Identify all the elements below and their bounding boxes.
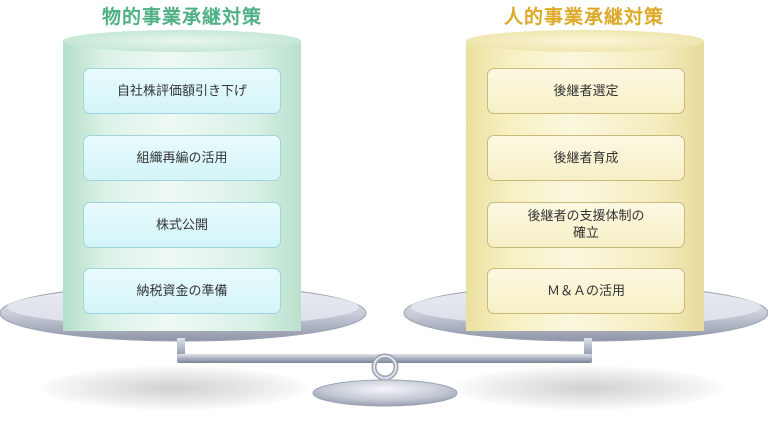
left-title: 物的事業承継対策 — [101, 6, 262, 28]
right-title: 人的事業承継対策 — [503, 6, 664, 28]
left-item-1: 自社株評価額引き下げ — [83, 68, 281, 114]
left-cylinder-top — [63, 30, 301, 52]
right-item-2: 後継者育成 — [487, 135, 685, 181]
left-floor-shadow — [40, 366, 310, 410]
right-item-1: 後継者選定 — [487, 68, 685, 114]
scale-base — [312, 379, 458, 407]
left-hanger — [177, 338, 185, 362]
left-item-2: 組織再編の活用 — [83, 135, 281, 181]
right-floor-shadow — [455, 366, 725, 410]
right-cylinder-top — [466, 30, 704, 52]
right-item-4: Ｍ＆Ａの活用 — [487, 268, 685, 314]
right-hanger — [584, 338, 592, 362]
right-item-3: 後継者の支援体制の 確立 — [487, 202, 685, 248]
left-item-3: 株式公開 — [83, 202, 281, 248]
left-item-4: 納税資金の準備 — [83, 268, 281, 314]
